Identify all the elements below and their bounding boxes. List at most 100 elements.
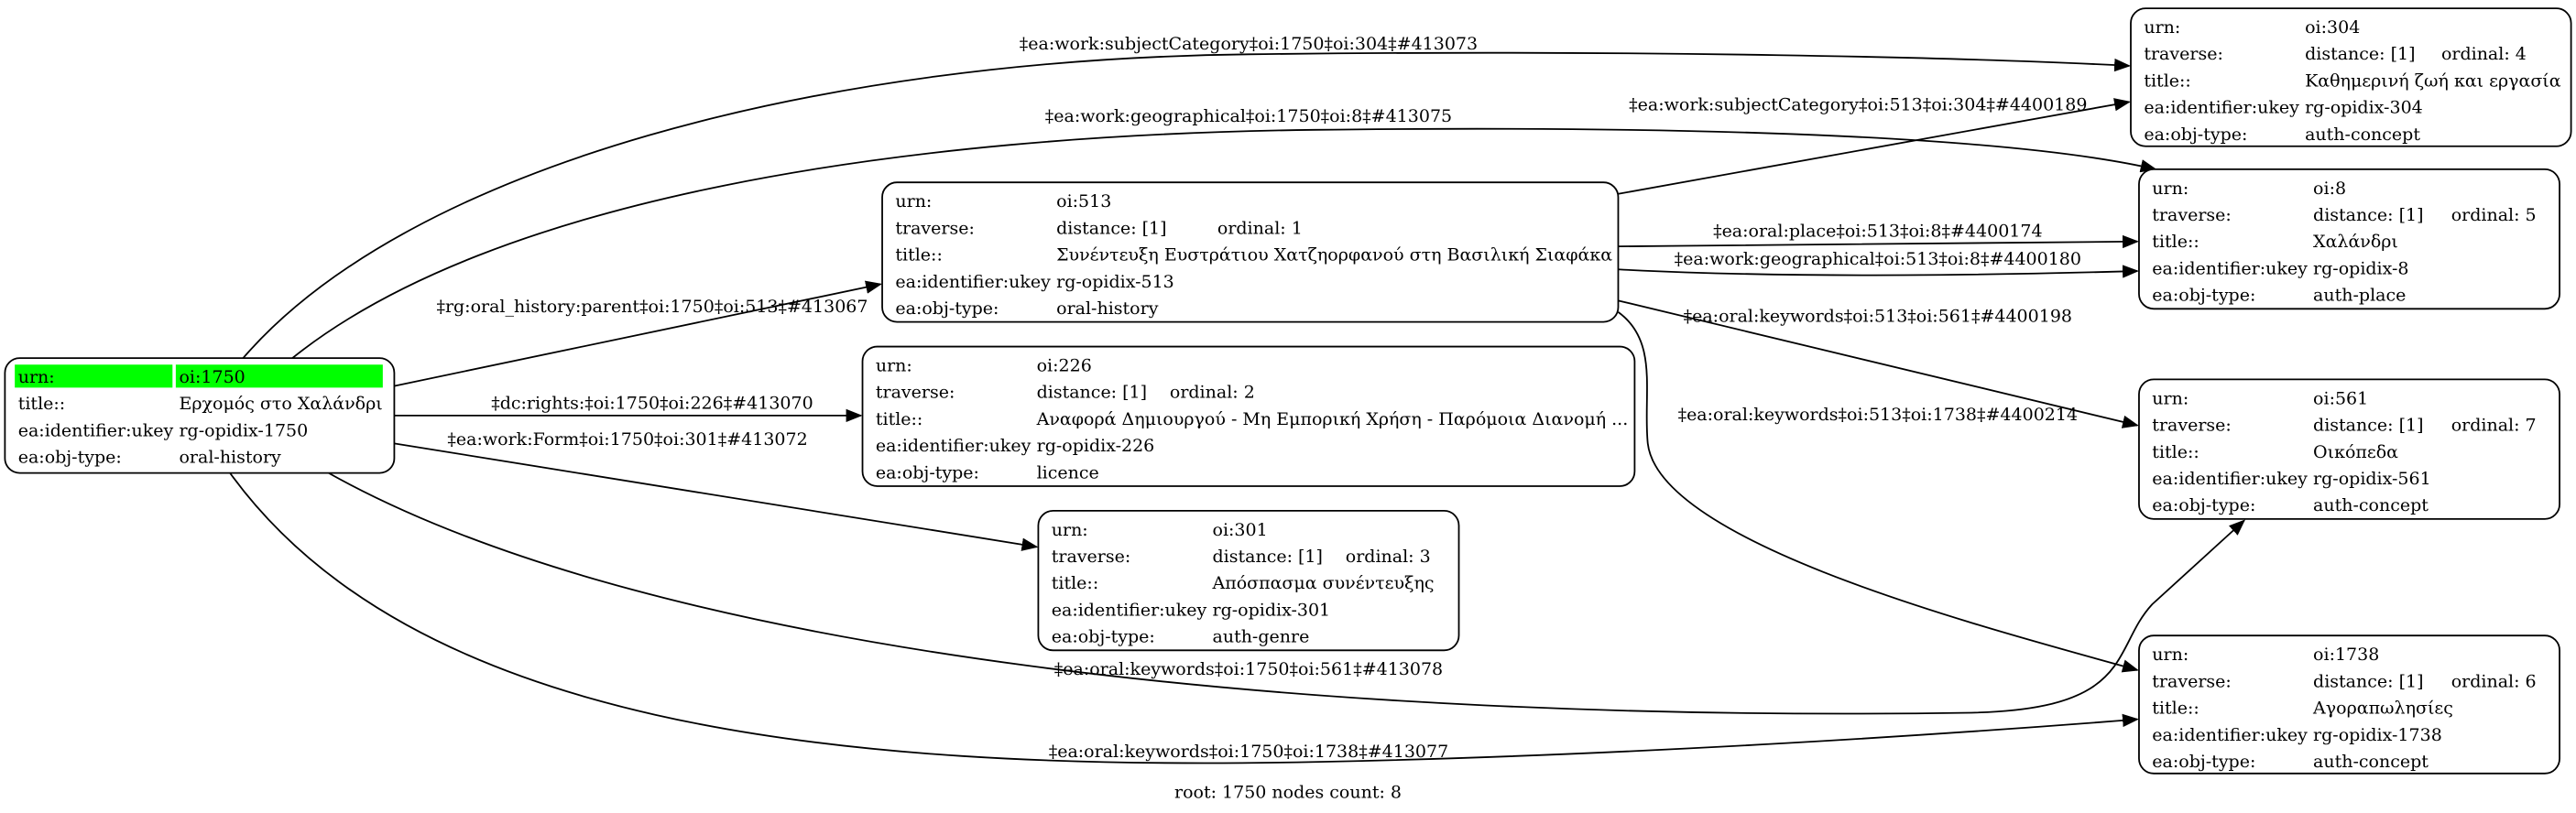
field-value: rg-opidix-1750 [179,420,308,440]
edge-1750-301[interactable] [394,442,1039,551]
edge-label: ‡ea:work:Form‡oi:1750‡oi:301‡#413072 [447,429,807,450]
field-label: ea:obj-type: [2144,125,2247,145]
field-label: ea:obj-type: [18,448,122,468]
field-label: urn: [895,191,932,211]
field-value: auth-concept [2305,125,2420,145]
field-value: distance: [1] [1056,218,1166,238]
node-box [2130,7,2572,147]
edge-1750-304[interactable] [242,51,2131,359]
field-label: ea:identifier:ukey [2152,469,2308,489]
field-label: traverse: [1052,547,1131,567]
field-value: rg-opidix-304 [2305,98,2423,118]
edge-1750-8-geographical[interactable] [291,127,2157,359]
field-value: oi:226 [1037,355,1092,375]
field-value: rg-opidix-1738 [2313,725,2442,745]
field-label: title:: [876,409,922,429]
edge-513-561[interactable] [1618,299,2139,428]
field-label: ea:identifier:ukey [1052,600,1207,620]
field-label: ea:obj-type: [2152,286,2255,306]
field-value: distance: [1] [2305,44,2415,64]
field-label: ea:identifier:ukey [2144,98,2299,118]
field-value: Οικόπεδα [2313,442,2398,462]
field-value: oi:513 [1056,191,1111,211]
edge-label: ‡ea:work:subjectCategory‡oi:513‡oi:304‡#… [1629,94,2087,114]
field-label: traverse: [2144,44,2223,64]
field-value: rg-opidix-513 [1056,272,1174,292]
field-label: ea:identifier:ukey [18,420,174,440]
node-box [2138,378,2560,520]
field-label: traverse: [876,383,955,403]
field-label: title:: [895,245,942,266]
field-label: title:: [18,394,65,414]
footer-status: root: 1750 nodes count: 8 [1174,783,1402,803]
edge-label: ‡ea:oral:place‡oi:513‡oi:8‡#4400174 [1713,221,2042,241]
field-label: urn: [1052,520,1088,540]
field-value: distance: [1] [2313,205,2423,225]
node-8[interactable]: urn: oi:8 traverse: distance: [1] ordinal: 5… [2138,168,2560,310]
edge-1750-1738[interactable] [229,472,2139,764]
field-value: Απόσπασμα συνέντευξης [1212,573,1435,593]
field-label: title:: [1052,573,1098,593]
field-label: ea:identifier:ukey [2152,258,2308,278]
field-value: rg-opidix-301 [1213,600,1331,620]
field-label: urn: [2152,179,2189,199]
field-label: urn: [2152,388,2189,408]
field-value: distance: [1] [1037,383,1147,403]
field-label: traverse: [895,218,975,238]
field-value: distance: [1] [2313,416,2423,436]
edge-513-304[interactable] [1618,98,2131,195]
field-value: Ερχομός στο Χαλάνδρι [179,394,382,414]
field-value: auth-genre [1213,627,1310,647]
node-box [1037,509,1460,652]
node-box [861,345,1636,487]
field-label: ea:obj-type: [1052,627,1155,647]
edge-label: ‡ea:work:geographical‡oi:513‡oi:8‡#44001… [1675,249,2081,269]
field-value: oi:561 [2313,388,2368,408]
field-label: traverse: [2152,205,2232,225]
field-value: oral-history [179,448,281,468]
field-label: ea:obj-type: [2152,495,2255,515]
field-label: title:: [2152,442,2199,462]
node-box [2138,168,2560,310]
edge-label: ‡ea:work:geographical‡oi:1750‡oi:8‡#4130… [1045,106,1452,126]
edges: ‡ea:work:subjectCategory‡oi:1750‡oi:304‡… [229,34,2246,764]
highlight-cell [175,364,383,388]
edge-513-8-place[interactable] [1618,234,2139,249]
edge-label: ‡ea:oral:keywords‡oi:513‡oi:1738‡#440021… [1678,405,2078,425]
field-value: oral-history [1056,298,1159,319]
edge-label: ‡ea:work:subjectCategory‡oi:1750‡oi:304‡… [1020,34,1478,54]
ordinal-value: ordinal: 1 [1217,218,1303,238]
field-value: rg-opidix-561 [2313,469,2431,489]
ordinal-value: ordinal: 4 [2441,44,2527,64]
node-513[interactable]: urn: oi:513 traverse: distance: [1] ordinal:… [881,181,1620,323]
edge-1750-561[interactable] [328,472,2246,715]
edge-1750-513[interactable] [394,280,883,387]
field-label: title:: [2152,699,2199,719]
field-value: oi:304 [2305,17,2360,38]
edge-513-8-geographical[interactable] [1618,265,2139,278]
field-value: Αναφορά Δημιουργού - Μη Εμπορική Χρήση -… [1036,409,1629,429]
highlight-cell [15,364,173,388]
field-value: oi:8 [2313,179,2346,199]
field-label: urn: [18,367,55,387]
field-value: distance: [1] [1213,547,1323,567]
field-label: ea:identifier:ukey [895,272,1051,292]
field-label: traverse: [2152,671,2232,691]
field-value: auth-concept [2313,495,2429,515]
edge-label: ‡ea:oral:keywords‡oi:1750‡oi:1738‡#41307… [1049,742,1448,762]
field-label: ea:obj-type: [895,298,999,319]
ordinal-value: ordinal: 5 [2451,205,2537,225]
field-label: ea:obj-type: [2152,752,2255,772]
ordinal-value: ordinal: 7 [2451,416,2537,436]
field-label: urn: [2152,645,2189,665]
field-label: ea:obj-type: [876,462,979,482]
edge-513-1738[interactable] [1617,311,2139,673]
field-value: Καθημερινή ζωή και εργασία [2305,70,2561,91]
